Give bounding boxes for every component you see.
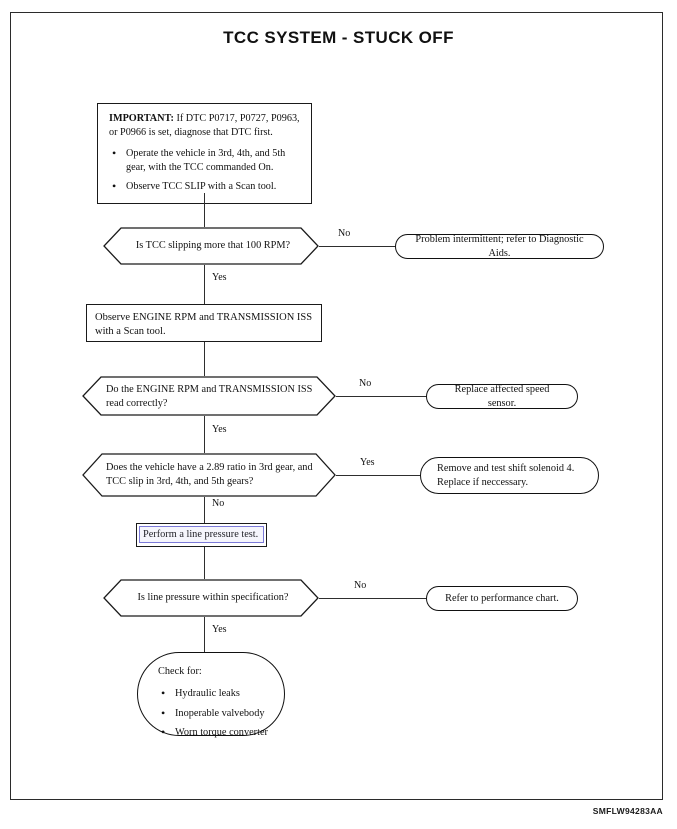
hexagon-shape xyxy=(103,579,319,617)
edge-label-d3-yes: Yes xyxy=(358,457,377,468)
connector-important-to-decision1 xyxy=(204,193,205,227)
decision-4-label: Is line pressure within specification? xyxy=(137,592,289,603)
list-item: Hydraulic leaks xyxy=(158,686,268,702)
decision-2-label: Do the ENGINE RPM and TRANSMISSION ISS r… xyxy=(106,384,313,409)
process-2-line-pressure-test: Perform a line pressure test. xyxy=(136,523,267,547)
process-1-observe-rpm-iss: Observe ENGINE RPM and TRANSMISSION ISS … xyxy=(86,304,322,342)
hexagon-shape xyxy=(82,376,336,416)
connector-d1-yes xyxy=(204,265,205,304)
result-2-replace-speed-sensor: Replace affected speed sensor. xyxy=(426,384,578,409)
page-border-frame xyxy=(10,12,663,800)
important-lead-text: If DTC P0717, P0727, P0963, or P0966 is … xyxy=(109,113,300,139)
edge-label-d4-no: No xyxy=(352,580,369,591)
decision-3-ratio-and-slip: Does the vehicle have a 2.89 ratio in 3r… xyxy=(82,453,336,497)
decision-2-rpm-iss-read-correctly: Do the ENGINE RPM and TRANSMISSION ISS r… xyxy=(82,376,336,416)
edge-label-d1-no: No xyxy=(336,228,353,239)
connector-d1-no xyxy=(319,246,397,247)
result-3-line2: Replace if neccessary. xyxy=(437,476,529,488)
result-5-check-for-box: Check for: Hydraulic leaks Inoperable va… xyxy=(137,652,285,741)
result-4-label: Refer to performance chart. xyxy=(445,592,559,604)
important-note-box: IMPORTANT: If DTC P0717, P0727, P0963, o… xyxy=(97,103,312,204)
check-for-title: Check for: xyxy=(158,666,202,677)
decision-3-label: Does the vehicle have a 2.89 ratio in 3r… xyxy=(106,462,313,487)
result-3-shift-solenoid: Remove and test shift solenoid 4. Replac… xyxy=(420,457,599,494)
result-3-line1: Remove and test shift solenoid 4. xyxy=(437,462,575,474)
edge-label-d2-yes: Yes xyxy=(210,424,229,435)
connector-d2-yes xyxy=(204,416,205,453)
important-bullet-list: Operate the vehicle in 3rd, 4th, and 5th… xyxy=(109,146,302,195)
decision-1-label: Is TCC slipping more that 100 RPM? xyxy=(135,240,291,251)
important-note-lead: IMPORTANT: If DTC P0717, P0727, P0963, o… xyxy=(109,112,302,140)
process-1-label: Observe ENGINE RPM and TRANSMISSION ISS … xyxy=(95,312,313,338)
connector-d4-yes xyxy=(204,617,205,652)
result-3-label: Remove and test shift solenoid 4. Replac… xyxy=(437,462,574,490)
hexagon-shape xyxy=(103,227,319,265)
decision-4-line-pressure-in-spec: Is line pressure within specification? xyxy=(103,579,319,617)
connector-process1-to-decision2 xyxy=(204,342,205,376)
hexagon-shape xyxy=(82,453,336,497)
connector-process2-to-decision4 xyxy=(204,547,205,579)
list-item: Observe TCC SLIP with a Scan tool. xyxy=(109,179,302,194)
result-2-label: Replace affected speed sensor. xyxy=(454,383,550,409)
connector-d3-no xyxy=(204,497,205,523)
list-item: Inoperable valvebody xyxy=(158,706,268,722)
process-2-label: Perform a line pressure test. xyxy=(143,529,259,540)
edge-label-d3-no: No xyxy=(210,498,227,509)
edge-label-d1-yes: Yes xyxy=(210,272,229,283)
important-label: IMPORTANT: xyxy=(109,113,174,124)
connector-d2-no xyxy=(336,396,428,397)
edge-label-d4-yes: Yes xyxy=(210,624,229,635)
list-item: Worn torque converter xyxy=(158,725,268,741)
decision-1-tcc-slipping: Is TCC slipping more that 100 RPM? xyxy=(103,227,319,265)
connector-d4-no xyxy=(319,598,428,599)
list-item: Operate the vehicle in 3rd, 4th, and 5th… xyxy=(109,146,302,174)
edge-label-d2-no: No xyxy=(357,378,374,389)
page-title: TCC SYSTEM - STUCK OFF xyxy=(223,28,454,47)
result-4-performance-chart: Refer to performance chart. xyxy=(426,586,578,611)
result-1-label: Problem intermittent; refer to Diagnosti… xyxy=(415,233,584,259)
check-for-list: Hydraulic leaks Inoperable valvebody Wor… xyxy=(158,686,268,741)
connector-d3-yes xyxy=(336,475,422,476)
result-1-problem-intermittent: Problem intermittent; refer to Diagnosti… xyxy=(395,234,604,259)
figure-code-label: SMFLW94283AA xyxy=(592,806,663,816)
